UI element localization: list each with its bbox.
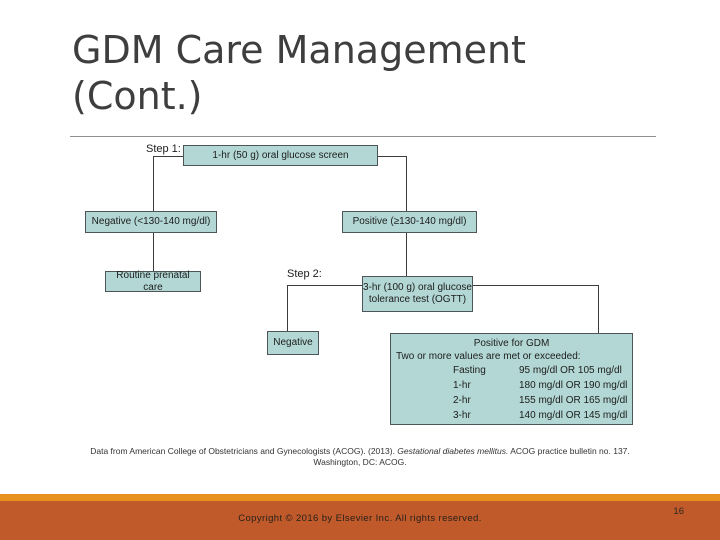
box-positive-for-gdm: Positive for GDM Two or more values are …	[390, 333, 633, 425]
gdm-row-fasting: Fasting 95 mg/dl OR 105 mg/dl	[391, 363, 632, 378]
gdm-box-subtitle: Two or more values are met or exceeded:	[396, 351, 581, 362]
footer-bar	[0, 501, 720, 540]
footer-copyright: Copyright © 2016 by Elsevier Inc. All ri…	[238, 513, 482, 524]
connector-screen-to-positive-h	[378, 156, 407, 157]
connector-screen-to-negative-h	[153, 156, 183, 157]
connector-screen-to-positive-v	[406, 156, 407, 211]
gdm-row-value: 140 mg/dl OR 145 mg/dl	[519, 410, 628, 421]
connector-ogtt-to-negative2-h	[287, 285, 362, 286]
box-ogtt-line2: tolerance test (OGTT)	[368, 294, 467, 305]
gdm-row-label: Fasting	[453, 365, 486, 376]
footer-accent-strip	[0, 494, 720, 501]
box-routine-prenatal-care: Routine prenatal care	[105, 270, 201, 293]
box-ogtt-test: 3-hr (100 g) oral glucose tolerance test…	[362, 276, 473, 312]
figure-citation: Data from American College of Obstetrici…	[60, 446, 660, 468]
gdm-row-2hr: 2-hr 155 mg/dl OR 165 mg/dl	[391, 393, 632, 408]
connector-ogtt-to-gdm-h	[473, 285, 598, 286]
gdm-row-label: 2-hr	[453, 395, 471, 406]
citation-part1: Data from American College of Obstetrici…	[90, 446, 398, 456]
citation-part3: ACOG practice bulletin no. 137.	[508, 446, 630, 456]
box-negative2-result: Negative	[267, 331, 319, 355]
connector-negative-to-routine	[153, 233, 154, 271]
gdm-row-1hr: 1-hr 180 mg/dl OR 190 mg/dl	[391, 378, 632, 393]
gdm-box-title: Positive for GDM	[473, 338, 550, 349]
step1-label: Step 1:	[146, 143, 181, 155]
connector-ogtt-to-negative2-v	[287, 285, 288, 331]
box-negative-result: Negative (<130-140 mg/dl)	[85, 211, 217, 233]
box-glucose-screen: 1-hr (50 g) oral glucose screen	[183, 145, 378, 166]
gdm-row-3hr: 3-hr 140 mg/dl OR 145 mg/dl	[391, 408, 632, 423]
citation-italic-title: Gestational diabetes mellitus.	[397, 446, 509, 456]
connector-positive-to-ogtt	[406, 233, 407, 276]
title-underline	[70, 136, 656, 137]
gdm-row-value: 155 mg/dl OR 165 mg/dl	[519, 395, 628, 406]
slide-title: GDM Care Management (Cont.)	[72, 28, 526, 118]
gdm-row-value: 180 mg/dl OR 190 mg/dl	[519, 380, 628, 391]
gdm-row-label: 3-hr	[453, 410, 471, 421]
box-ogtt-line1: 3-hr (100 g) oral glucose	[363, 282, 472, 293]
connector-screen-to-negative-v	[153, 156, 154, 211]
gdm-row-value: 95 mg/dl OR 105 mg/dl	[519, 365, 622, 376]
citation-line2: Washington, DC: ACOG.	[313, 457, 407, 467]
box-positive-result: Positive (≥130-140 mg/dl)	[342, 211, 477, 233]
connector-ogtt-to-gdm-v	[598, 285, 599, 333]
page-number: 16	[673, 506, 684, 517]
step2-label: Step 2:	[287, 268, 322, 280]
gdm-row-label: 1-hr	[453, 380, 471, 391]
